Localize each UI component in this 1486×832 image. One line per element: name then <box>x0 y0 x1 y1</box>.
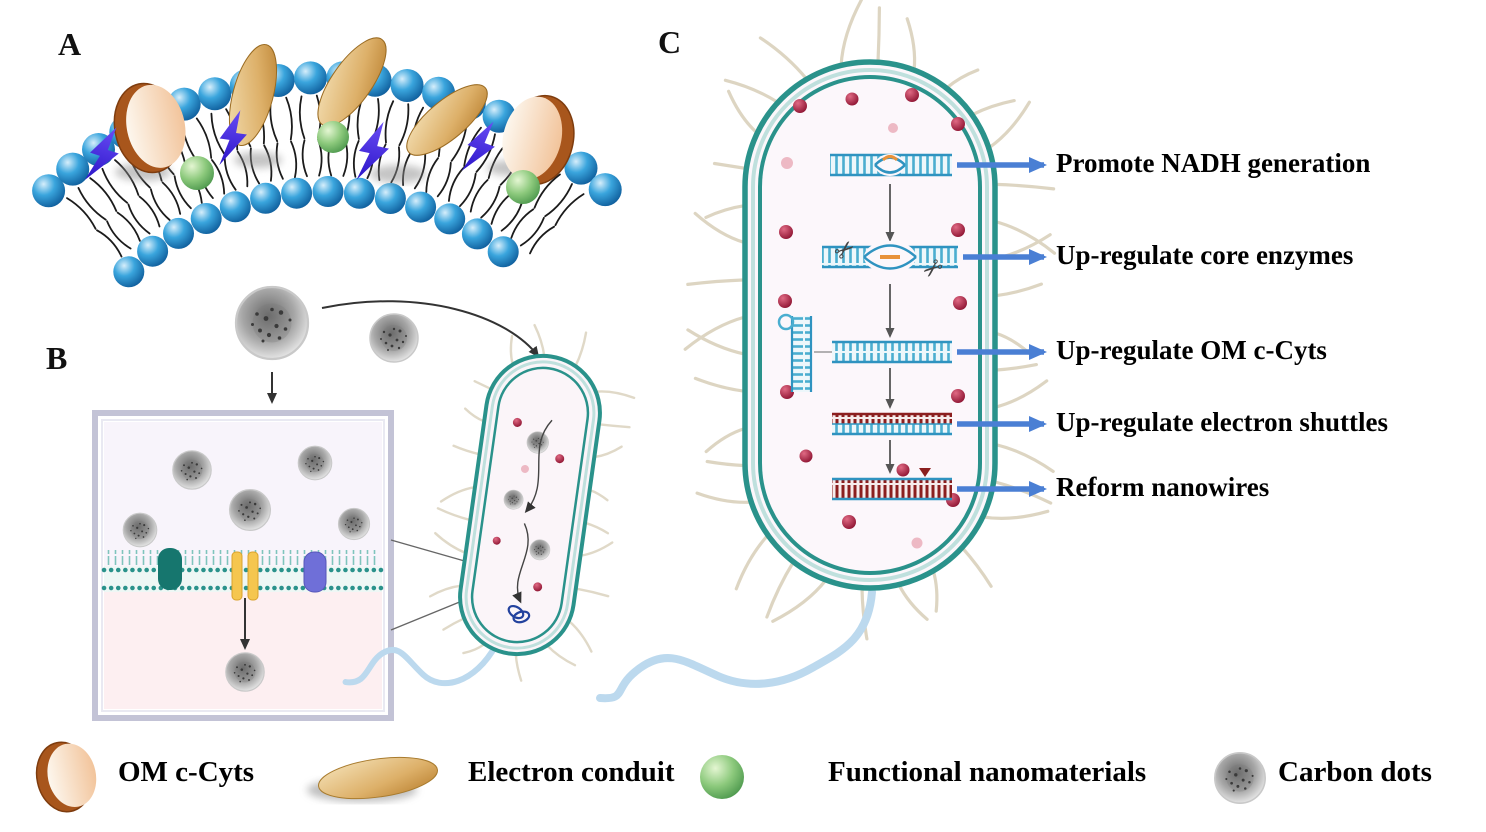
inset-membrane-box <box>92 410 394 721</box>
annotation-promote-nadh: Promote NADH generation <box>1056 148 1371 178</box>
brush-border <box>106 550 380 565</box>
annotation-arrows <box>957 157 1047 497</box>
annotation-om-c-cyts: Up-regulate OM c-Cyts <box>1056 335 1327 365</box>
purple-membrane-protein <box>303 551 327 593</box>
panel-a <box>32 37 622 288</box>
dna-construct-electron-shuttles <box>832 412 952 436</box>
om-c-cyt-icon <box>502 94 575 186</box>
legend-label-om-c-cyts: OM c-Cyts <box>118 756 255 788</box>
annotation-core-enzymes: Up-regulate core enzymes <box>1056 240 1354 270</box>
annotation-reform-nanowires: Reform nanowires <box>1056 472 1270 502</box>
carbon-dot-icon <box>225 652 265 692</box>
panel-b <box>92 285 636 721</box>
plasmid-icon <box>507 604 531 624</box>
panel-b-label: B <box>46 340 68 376</box>
legend-label-carbon-dots: Carbon dots <box>1278 756 1432 788</box>
panel-a-label: A <box>58 26 82 62</box>
electron-conduit-icon <box>318 756 438 800</box>
flagellum-c <box>596 588 876 703</box>
om-c-cyts-icon <box>35 741 97 813</box>
dna-construct-om-c-cyts <box>777 313 952 392</box>
legend-label-functional-nanomaterials: Functional nanomaterials <box>828 756 1147 788</box>
carbon-dot-icon <box>234 285 310 361</box>
carbon-dot-icon <box>369 313 419 363</box>
entry-curved-arrow <box>321 300 540 358</box>
yellow-channel-protein <box>231 551 259 601</box>
pili-c <box>683 0 1057 641</box>
legend-label-electron-conduit: Electron conduit <box>468 756 675 788</box>
electron-conduit-icon <box>228 44 278 146</box>
carbon-dots-icon <box>1214 752 1266 804</box>
panel-c: ✂ ✂ <box>596 0 1057 703</box>
functional-nanomaterials-icon <box>700 755 744 799</box>
bacterium-c-body <box>742 59 998 591</box>
marker-triangle <box>919 468 931 477</box>
bacterium-b <box>342 323 636 687</box>
intracellular-flow-arrows <box>512 419 553 604</box>
panel-c-label: C <box>658 24 682 60</box>
om-c-cyt-icon <box>113 82 186 174</box>
electron-conduit-icon <box>406 84 488 156</box>
dna-construct-nadh <box>830 153 952 177</box>
electron-shuttle-dots <box>492 417 565 592</box>
flagellum-b <box>342 641 500 687</box>
annotation-electron-shuttles: Up-regulate electron shuttles <box>1056 407 1388 437</box>
functional-nanomaterial-icon <box>180 121 540 204</box>
electron-shuttle-dots <box>778 88 967 549</box>
electron-conduit-icon <box>317 37 387 127</box>
legend-icons <box>35 741 1266 813</box>
dna-construct-nanowires <box>832 468 952 501</box>
teal-membrane-protein <box>158 548 182 590</box>
